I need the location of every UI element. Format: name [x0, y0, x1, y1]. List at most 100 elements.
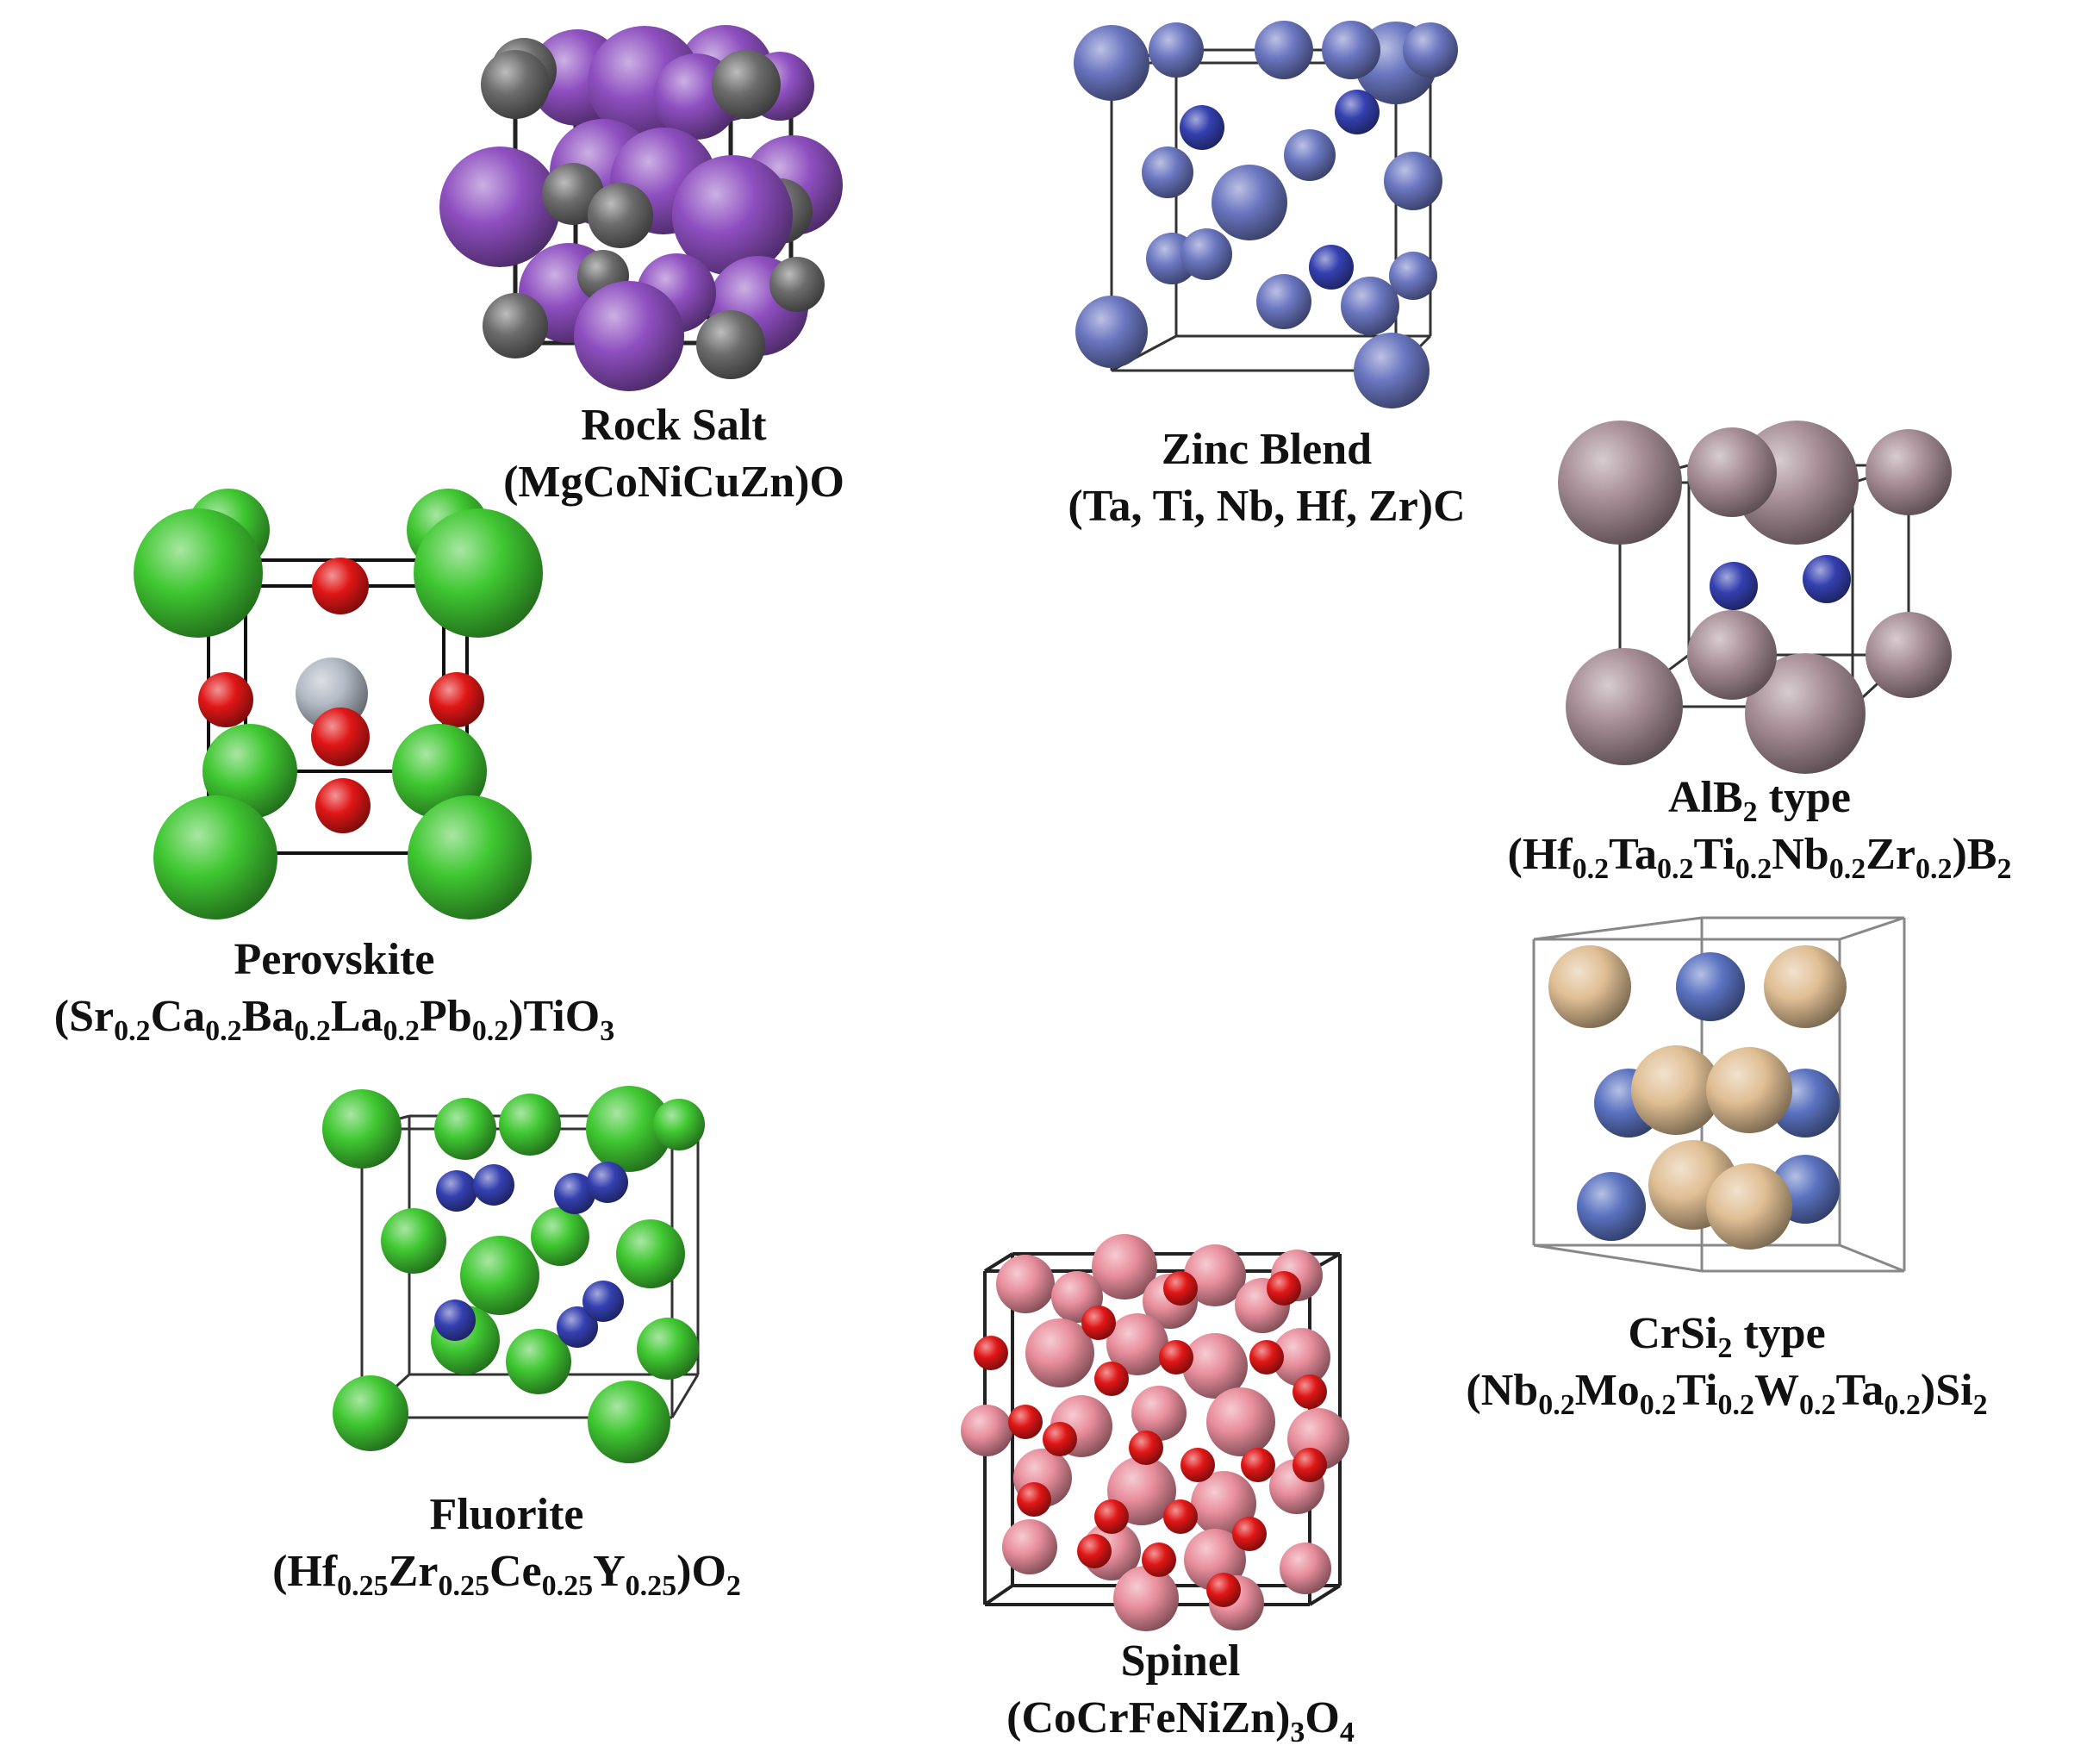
metal-atom — [531, 1207, 589, 1266]
oxygen-atom — [1008, 1405, 1043, 1439]
label-subscript: 0.25 — [541, 1569, 594, 1602]
metal-atom — [1676, 952, 1745, 1021]
alb2-unit-cell — [1558, 421, 1952, 774]
crsi2-formula: (Nb0.2Mo0.2Ti0.2W0.2Ta0.2)Si2 — [1466, 1366, 1987, 1420]
oxygen-atom — [1129, 1431, 1163, 1465]
label-subscript: 2 — [1742, 795, 1758, 828]
metal-atom — [616, 1219, 685, 1288]
oxygen-atom — [1077, 1534, 1112, 1568]
boron-atom — [1710, 562, 1758, 610]
gray-atom — [712, 50, 781, 119]
cell-edge — [1533, 916, 1703, 941]
label-subscript: 0.2 — [294, 1014, 331, 1047]
label-subscript: 0.2 — [1735, 852, 1772, 885]
label-run: Ti — [1693, 830, 1735, 879]
oxygen-atom — [1232, 1517, 1267, 1551]
cation-atom — [1113, 1566, 1179, 1631]
cation-atom — [1184, 1244, 1246, 1306]
metal-atom — [1687, 610, 1777, 700]
metal-atom — [434, 1098, 496, 1160]
fluorite-label: Fluorite (Hf0.25Zr0.25Ce0.25Y0.25)O2 — [272, 1490, 741, 1601]
label-run: Spinel — [1120, 1636, 1241, 1686]
label-subscript: 0.2 — [1798, 1388, 1836, 1421]
label-run: Pb — [420, 992, 472, 1041]
crsi2-label: CrSi2 type (Nb0.2Mo0.2Ti0.2W0.2Ta0.2)Si2 — [1466, 1309, 1987, 1420]
purple-atom — [672, 155, 793, 276]
oxygen-atom — [436, 1170, 477, 1212]
oxygen-atom — [1293, 1374, 1327, 1409]
cell-edge — [1533, 1244, 1703, 1273]
label-run: Y — [593, 1547, 626, 1596]
carbide-metal-atom — [1075, 296, 1148, 368]
cation-atom — [1092, 1234, 1157, 1300]
zinc-blend-formula: (Ta, Ti, Nb, Hf, Zr)C — [1068, 484, 1465, 529]
oxygen-atom — [582, 1281, 624, 1322]
label-run: AlB — [1667, 773, 1743, 822]
perovskite-unit-cell — [134, 489, 543, 919]
metal-atom — [586, 1086, 672, 1172]
label-subscript: 0.2 — [1639, 1388, 1677, 1421]
label-run: Ta — [1609, 830, 1658, 879]
label-run: W — [1754, 1366, 1799, 1415]
crsi2-name: CrSi2 type — [1466, 1309, 1987, 1363]
label-subscript: 0.2 — [1538, 1388, 1575, 1421]
fluorite-unit-cell — [322, 1086, 705, 1463]
alb2-label: AlB2 type (Hf0.2Ta0.2Ti0.2Nb0.2Zr0.2)B2 — [1507, 773, 2012, 884]
oxygen-atom — [311, 707, 370, 766]
fluorite-formula: (Hf0.25Zr0.25Ce0.25Y0.25)O2 — [272, 1547, 741, 1601]
gray-atom — [483, 293, 548, 358]
oxygen-atom — [1081, 1306, 1116, 1340]
oxygen-atom — [434, 1300, 476, 1341]
metal-atom — [1558, 421, 1682, 545]
label-run: Nb — [1772, 830, 1829, 879]
label-run: type — [1757, 773, 1851, 822]
oxygen-atom — [1180, 1448, 1215, 1482]
oxygen-atom — [554, 1173, 595, 1214]
cell-edge — [1839, 1244, 1905, 1273]
label-run: Ta — [1835, 1366, 1884, 1415]
cell-edge — [1839, 916, 1905, 941]
label-run: CrSi — [1628, 1309, 1718, 1358]
label-run: (Hf — [272, 1547, 338, 1596]
green-atom — [153, 795, 277, 919]
metal-atom — [333, 1375, 408, 1451]
oxygen-atom — [429, 672, 484, 727]
metal-atom — [460, 1236, 539, 1315]
oxygen-atom — [473, 1164, 514, 1206]
label-run: (Hf — [1507, 830, 1573, 879]
zinc-blend-unit-cell — [1074, 21, 1458, 408]
label-subscript: 0.2 — [1915, 852, 1953, 885]
label-run: Ca — [150, 992, 206, 1041]
metal-atom — [506, 1329, 571, 1394]
oxygen-atom — [312, 558, 369, 614]
label-subscript: 0.2 — [1657, 852, 1694, 885]
oxygen-atom — [1206, 1573, 1241, 1607]
carbide-metal-atom — [1149, 22, 1204, 78]
green-atom — [134, 508, 263, 638]
metal-atom — [1866, 612, 1952, 698]
carbon-atom — [1335, 90, 1380, 134]
label-run: (Ta, Ti, Nb, Hf, Zr)C — [1068, 482, 1466, 531]
metal-atom — [653, 1099, 705, 1150]
oxygen-atom — [1249, 1340, 1284, 1374]
metal-atom — [322, 1089, 402, 1169]
label-run: )TiO — [508, 992, 601, 1041]
carbide-metal-atom — [1384, 152, 1442, 210]
perovskite-label: Perovskite (Sr0.2Ca0.2Ba0.2La0.2Pb0.2)Ti… — [54, 938, 614, 1046]
carbide-metal-atom — [1212, 165, 1287, 240]
carbide-metal-atom — [1389, 252, 1437, 300]
oxygen-atom — [974, 1336, 1008, 1370]
label-subscript: 0.2 — [471, 1014, 509, 1047]
oxygen-atom — [315, 778, 371, 833]
cation-atom — [961, 1405, 1012, 1456]
oxygen-atom — [557, 1306, 598, 1348]
carbon-atom — [1180, 105, 1224, 150]
label-run: Fluorite — [429, 1490, 584, 1539]
spinel-label: Spinel (CoCrFeNiZn)3O4 — [1006, 1636, 1355, 1748]
oxygen-atom — [1043, 1422, 1077, 1456]
carbon-atom — [1309, 245, 1354, 290]
label-subscript: 0.2 — [1717, 1388, 1754, 1421]
label-subscript: 0.2 — [1884, 1388, 1921, 1421]
label-subscript: 0.25 — [625, 1569, 677, 1602]
